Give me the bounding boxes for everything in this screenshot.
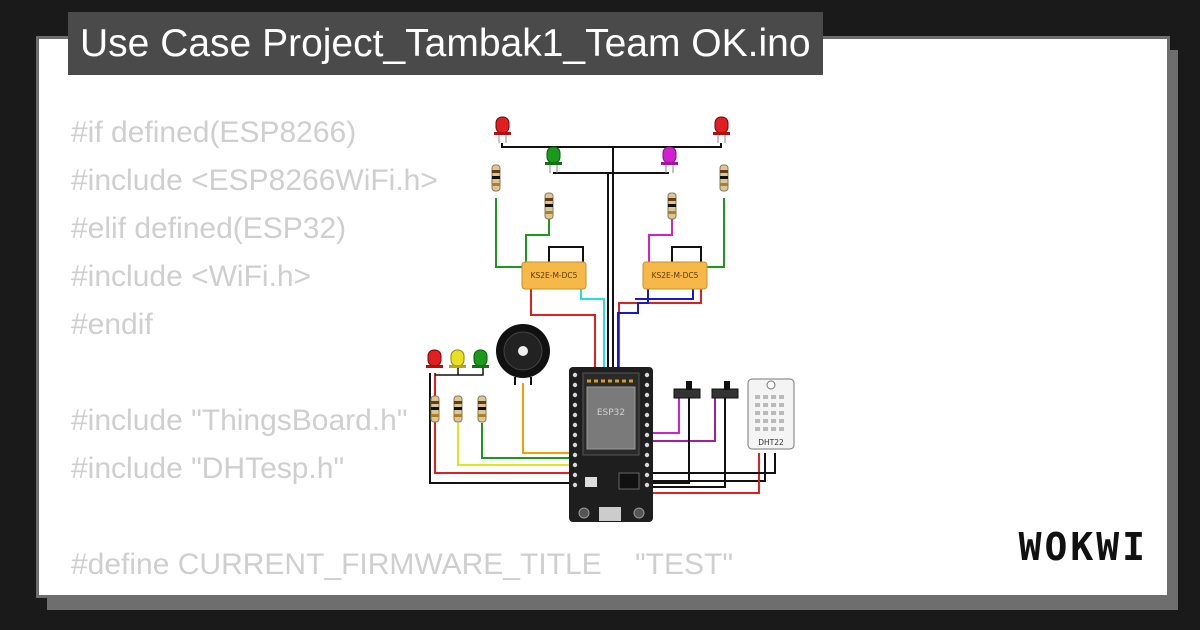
led-green	[545, 146, 562, 173]
wire-black	[653, 453, 776, 474]
wire-black	[651, 453, 766, 482]
preview-card: #if defined(ESP8266) #include <ESP8266WiF…	[36, 36, 1170, 598]
wire-black	[613, 143, 722, 148]
code-line: #include "ThingsBoard.h"	[71, 404, 408, 437]
led-magenta	[661, 146, 678, 173]
resistor	[453, 395, 463, 423]
wire-black	[501, 143, 614, 468]
resistor	[477, 395, 487, 423]
slide-switch	[711, 381, 739, 399]
wire-black	[651, 398, 726, 488]
code-line: #if defined(ESP8266)	[71, 116, 357, 149]
led-green	[472, 349, 489, 368]
code-line: #include <WiFi.h>	[71, 260, 312, 293]
led-red	[494, 116, 511, 143]
wire-green	[525, 218, 550, 267]
code-line: #define CURRENT_FIRMWARE_TITLE "TEST"	[71, 548, 733, 581]
wire-black	[651, 398, 690, 484]
esp32-board: ESP32	[569, 367, 653, 522]
code-preview: #if defined(ESP8266) #include <ESP8266WiF…	[71, 109, 760, 595]
esp32-label: ESP32	[597, 408, 625, 418]
wire-red	[651, 453, 760, 494]
page-title: Use Case Project_Tambak1_Team OK.ino	[68, 12, 823, 75]
wire-black	[671, 246, 702, 267]
code-line: #elif defined(ESP32)	[71, 212, 347, 245]
led-yellow	[449, 349, 466, 368]
wire-magenta	[648, 218, 673, 267]
wire-yellow	[457, 423, 575, 466]
code-line: #include "DHTesp.h"	[71, 452, 345, 485]
led-red	[713, 116, 730, 143]
relay-left-label: KS2E-M-DC5	[531, 271, 578, 280]
code-line: #endif	[71, 308, 153, 341]
slide-switch	[673, 381, 701, 399]
relay-left: KS2E-M-DC5	[521, 261, 587, 290]
circuit-diagram: KS2E-M-DC5 KS2E-M-DC5	[426, 116, 795, 522]
resistor	[719, 164, 729, 192]
dht22-label: DHT22	[758, 438, 784, 447]
relay-right-label: KS2E-M-DC5	[652, 271, 699, 280]
wire-magenta	[651, 398, 716, 442]
buzzer	[496, 324, 550, 385]
wire-green	[495, 198, 523, 268]
wire-blue	[635, 288, 694, 300]
code-line: #include <ESP8266WiFi.h>	[71, 164, 438, 197]
wire-green	[481, 423, 575, 459]
resistor	[430, 395, 440, 423]
led-red	[426, 349, 443, 368]
wire-orange	[522, 383, 575, 454]
wire-black	[435, 368, 484, 376]
wire-black	[429, 373, 575, 484]
resistor	[667, 192, 677, 220]
wire-green	[705, 198, 725, 268]
esp32-pins	[572, 372, 650, 488]
wire-magenta	[651, 398, 680, 434]
dht22-sensor: DHT22	[747, 378, 795, 450]
wire-black	[548, 246, 584, 267]
wokwi-logo: WOKWI	[1018, 525, 1148, 569]
resistor	[544, 192, 554, 220]
relay-right: KS2E-M-DC5	[642, 261, 708, 290]
wire-red	[618, 288, 702, 373]
resistor	[491, 164, 501, 192]
